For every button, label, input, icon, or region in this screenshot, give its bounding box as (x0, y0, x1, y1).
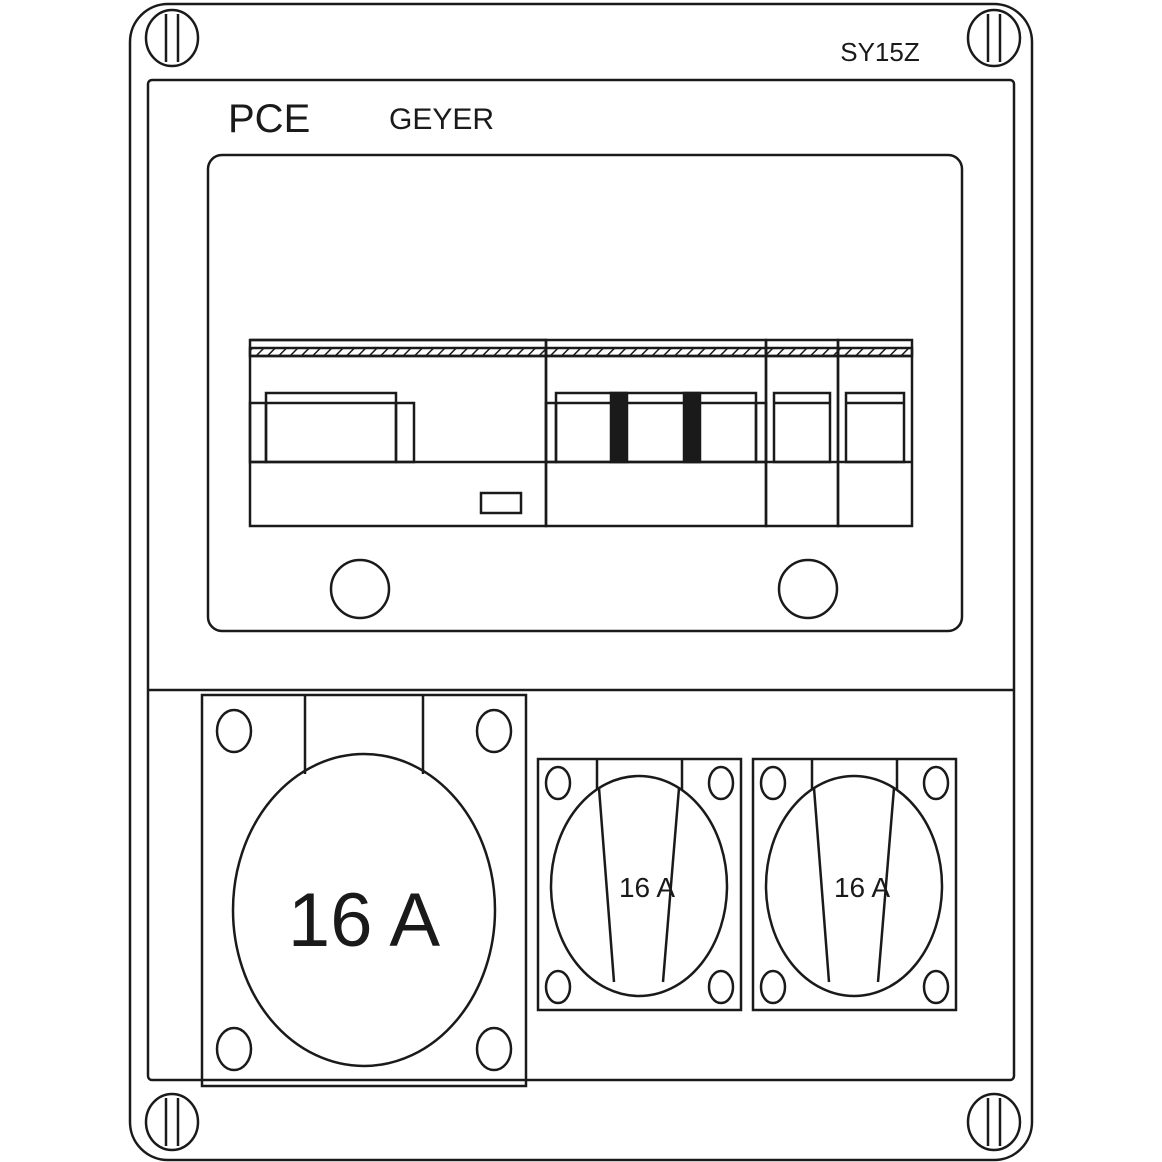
breaker-window (206, 153, 964, 633)
screw-top-left (144, 8, 200, 68)
screw-bottom-right (966, 1092, 1022, 1152)
model-label: SY15Z (840, 37, 920, 67)
mcb-bar-2 (682, 391, 702, 464)
schuko-socket-left: 16 A (536, 757, 743, 1012)
schuko-right-rating: 16 A (834, 872, 890, 903)
window-screw-right (777, 558, 839, 620)
rcd-breaker (248, 338, 548, 528)
schuko-socket-right: 16 A (751, 757, 958, 1012)
cee-socket-rating: 16 A (288, 878, 440, 963)
schuko-left-rating: 16 A (619, 872, 675, 903)
cee-socket-face (231, 752, 497, 1068)
schuko-right-face (764, 774, 944, 998)
schuko-left-face (549, 774, 729, 998)
brand-pce-label: PCE (228, 97, 310, 141)
enclosure-inner (146, 78, 1016, 1082)
cee-socket: 16 A (200, 693, 528, 1088)
mcb-single-breaker-2 (836, 338, 914, 528)
screw-bottom-left (144, 1092, 200, 1152)
mcb-single-breaker-1 (764, 338, 840, 528)
mcb-bar-1 (609, 391, 629, 464)
brand-geyer-label: GEYER (389, 103, 494, 136)
window-screw-left (329, 558, 391, 620)
enclosure-outer (128, 2, 1034, 1162)
screw-top-right (966, 8, 1022, 68)
mcb-triple-breaker (544, 338, 768, 528)
rcd-test-button (479, 491, 523, 515)
